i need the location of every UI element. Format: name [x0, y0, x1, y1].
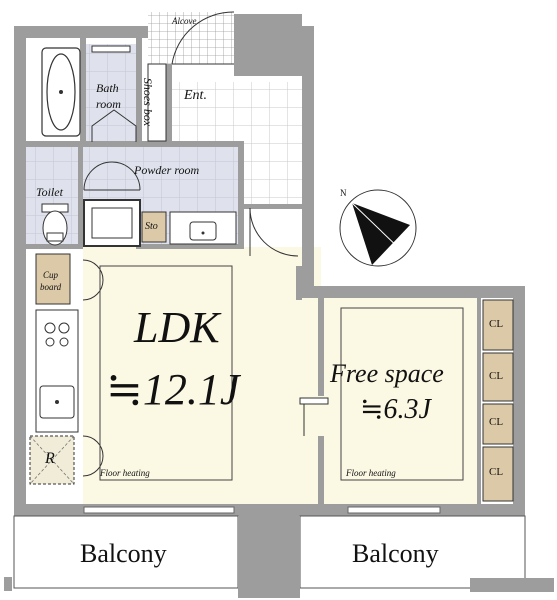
- free-space-name: Free space: [330, 359, 444, 388]
- closet-2-label: CL: [489, 370, 504, 382]
- closet-4: [482, 446, 514, 502]
- floor-heating-free-area: [340, 307, 464, 481]
- wall-top-right: [234, 14, 302, 76]
- balcony-left-label: Balcony: [80, 539, 167, 568]
- closet-2: [482, 352, 514, 402]
- cupboard: [35, 253, 71, 305]
- wall-top-left: [14, 26, 148, 38]
- toilet-label: Toilet: [36, 185, 63, 199]
- free-space-size: ≒6.3J: [360, 394, 431, 425]
- window-left: [83, 506, 235, 514]
- cupboard-label-line2: board: [40, 282, 62, 292]
- balcony-divider: [238, 516, 300, 598]
- closet-1-label: CL: [489, 318, 504, 330]
- bath-floor: [86, 44, 136, 147]
- alcove-floor: [148, 12, 234, 64]
- storage-label: Sto: [145, 221, 158, 232]
- ldk-name: LDK: [134, 303, 220, 352]
- closet-3-label: CL: [489, 416, 504, 428]
- cupboard-label-line1: Cup: [43, 270, 59, 280]
- bath-room-label-line1: Bath: [96, 81, 119, 95]
- wall-step: [302, 286, 525, 298]
- floor-heating-ldk-area: [99, 265, 233, 481]
- balcony-left-area: [13, 515, 239, 589]
- bath-room-label-line2: room: [96, 97, 121, 111]
- closet-4-label: CL: [489, 466, 504, 478]
- storage-cabinet: [141, 211, 167, 243]
- refrigerator-label: R: [45, 450, 55, 467]
- closet-1: [482, 299, 514, 351]
- ldk-floor: [83, 247, 321, 505]
- wall-entrance-right: [302, 26, 314, 292]
- floor-heating-free-label: Floor heating: [346, 468, 396, 478]
- shoes-box-label: Shoes box: [141, 77, 155, 127]
- closet-3: [482, 403, 514, 445]
- compass-icon: [339, 189, 417, 267]
- compass-north-label: N: [340, 188, 347, 198]
- window-right: [347, 506, 441, 514]
- ldk-size: ≒12.1J: [106, 365, 240, 414]
- wall-right: [513, 286, 525, 516]
- balcony-right-area: [299, 515, 526, 589]
- powder-room-label: Powder room: [134, 163, 200, 177]
- entrance-label: Ent.: [184, 88, 207, 103]
- floor-heating-ldk-label: Floor heating: [100, 468, 150, 478]
- balcony-right-label: Balcony: [352, 539, 439, 568]
- alcove-label: Alcove: [172, 16, 197, 26]
- wall-left: [14, 26, 26, 516]
- free-space-floor: [321, 298, 479, 505]
